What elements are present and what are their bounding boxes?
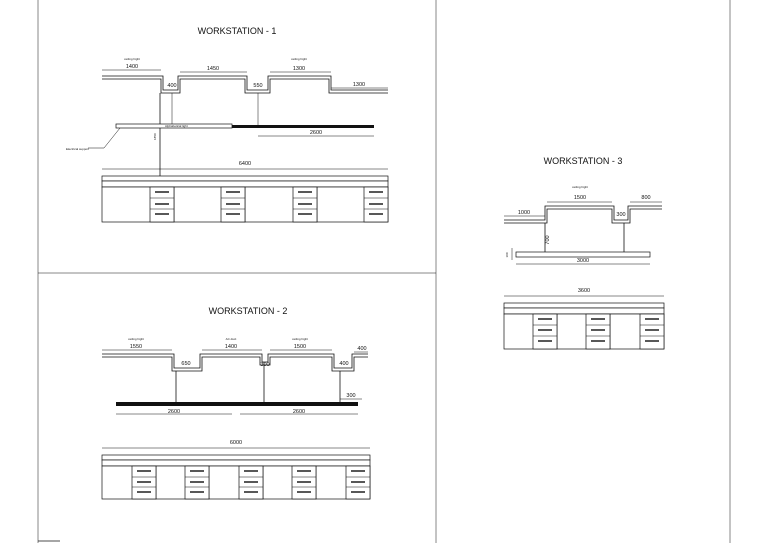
ws3-title: WORKSTATION - 3 bbox=[544, 156, 623, 166]
svg-text:650: 650 bbox=[181, 361, 190, 367]
svg-text:300: 300 bbox=[616, 212, 625, 218]
svg-text:400: 400 bbox=[357, 346, 366, 352]
svg-text:300: 300 bbox=[346, 393, 355, 399]
ws2-ceiling-profile bbox=[102, 353, 368, 369]
ws1-desk bbox=[101, 175, 389, 223]
workstation-2: WORKSTATION - 2 ceiling hight 1550 650 A… bbox=[101, 306, 371, 500]
svg-text:400: 400 bbox=[167, 83, 176, 89]
svg-text:ceiling hight: ceiling hight bbox=[124, 57, 140, 61]
svg-text:550: 550 bbox=[253, 83, 262, 89]
svg-text:800: 800 bbox=[641, 195, 650, 201]
svg-text:2600: 2600 bbox=[168, 409, 180, 415]
svg-text:3600: 3600 bbox=[578, 288, 590, 294]
ws3-dimensions: ceiling hight 1500 800 1000 300 700 100 bbox=[504, 185, 662, 258]
svg-text:1500: 1500 bbox=[294, 344, 306, 350]
workstation-1: WORKSTATION - 1 1400 ceiling hight 400 1… bbox=[66, 26, 389, 223]
svg-text:Alphabetical light: Alphabetical light bbox=[165, 124, 188, 128]
svg-text:1450: 1450 bbox=[207, 66, 219, 72]
svg-text:Electrical support: Electrical support bbox=[66, 147, 89, 151]
svg-text:2600: 2600 bbox=[293, 409, 305, 415]
svg-text:1000: 1000 bbox=[518, 210, 530, 216]
svg-text:2600: 2600 bbox=[310, 130, 322, 136]
ws3-overhead-bar bbox=[515, 251, 651, 258]
ws2-dimensions: ceiling hight 1550 650 AC duct 1400 ceil… bbox=[102, 337, 368, 368]
svg-text:6000: 6000 bbox=[230, 440, 242, 446]
ws2-title: WORKSTATION - 2 bbox=[209, 306, 288, 316]
workstation-3: WORKSTATION - 3 ceiling hight 1500 800 1… bbox=[503, 156, 665, 350]
ws1-dimensions: 1400 ceiling hight 400 1450 550 1300 cei… bbox=[102, 57, 388, 89]
ws1-overhead-bar bbox=[232, 125, 374, 128]
svg-text:1850: 1850 bbox=[153, 133, 157, 140]
svg-text:1400: 1400 bbox=[225, 344, 237, 350]
svg-text:1400: 1400 bbox=[126, 64, 138, 70]
svg-text:ceiling hight: ceiling hight bbox=[292, 337, 308, 341]
svg-text:1300: 1300 bbox=[353, 82, 365, 88]
svg-text:1300: 1300 bbox=[293, 66, 305, 72]
svg-text:ceiling hight: ceiling hight bbox=[128, 337, 144, 341]
svg-text:1500: 1500 bbox=[574, 195, 586, 201]
svg-text:ceiling hight: ceiling hight bbox=[291, 57, 307, 61]
ws3-ceiling-profile bbox=[504, 205, 662, 221]
svg-text:700: 700 bbox=[545, 235, 551, 244]
ws3-desk bbox=[503, 302, 665, 350]
svg-text:400: 400 bbox=[339, 361, 348, 367]
ws2-desk bbox=[101, 454, 371, 500]
svg-text:ceiling hight: ceiling hight bbox=[572, 185, 588, 189]
ws1-title: WORKSTATION - 1 bbox=[198, 26, 277, 36]
panel-borders bbox=[37, 0, 731, 543]
svg-text:3000: 3000 bbox=[577, 258, 589, 264]
ws2-overhead-bar bbox=[116, 402, 358, 406]
svg-text:6400: 6400 bbox=[239, 161, 251, 167]
svg-text:100: 100 bbox=[505, 252, 509, 257]
svg-text:300: 300 bbox=[260, 362, 269, 368]
ws1-ceiling-profile bbox=[102, 75, 388, 91]
svg-text:1550: 1550 bbox=[130, 344, 142, 350]
svg-text:AC duct: AC duct bbox=[226, 337, 237, 341]
